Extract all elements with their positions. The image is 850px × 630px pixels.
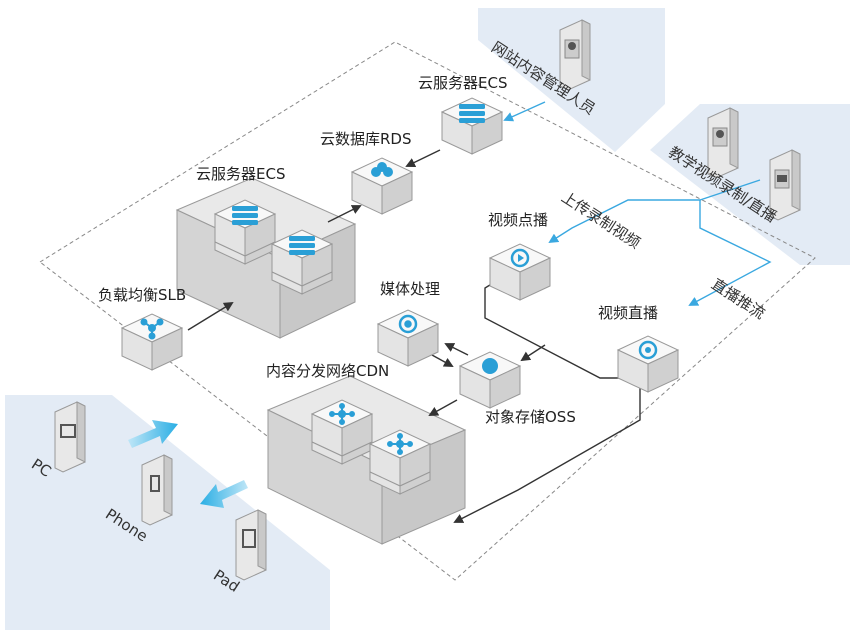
rds-node (350, 157, 414, 215)
tablet-icon (242, 529, 256, 548)
ecs-server-1 (213, 199, 277, 265)
slb-node (120, 313, 184, 371)
server-icon (289, 236, 315, 255)
producer-join-line (699, 179, 761, 201)
media-process-icon (398, 314, 418, 334)
vod-label: 视频点播 (488, 211, 549, 229)
camera-icon (777, 175, 787, 182)
storage-icon (482, 358, 498, 374)
cdn-icon (387, 433, 413, 455)
to-device-arrow (128, 420, 178, 448)
vod-node (488, 243, 552, 301)
ecs-top-node (440, 97, 504, 155)
pc-device (54, 401, 86, 473)
vod-loop-line (484, 279, 620, 379)
pad-device (235, 509, 267, 581)
load-balancer-icon (140, 318, 164, 340)
live-label: 视频直播 (598, 304, 659, 322)
live-to-cdn-line (453, 382, 641, 523)
camera-card (769, 149, 801, 221)
cdn-group-box (266, 375, 467, 545)
cdn-node-1 (310, 399, 374, 465)
oss-media-arrow (444, 343, 469, 356)
connectors (187, 101, 772, 523)
oss-label: 对象存储OSS (485, 408, 576, 426)
video-producer-panel (650, 104, 850, 265)
rds-label: 云数据库RDS (320, 130, 412, 148)
producer-person-card (707, 107, 739, 179)
person-icon (716, 130, 724, 138)
ecs-to-rds-arrow (327, 205, 362, 223)
ecs-top-label: 云服务器ECS (418, 74, 508, 92)
push-flow-line (688, 200, 772, 306)
media-node (376, 309, 440, 367)
database-icon (371, 162, 393, 177)
person-icon (568, 42, 576, 50)
live-stream-icon (638, 340, 658, 360)
from-device-arrow (200, 480, 248, 508)
server-icon (232, 206, 258, 225)
live-node (616, 335, 680, 393)
server-icon (459, 104, 485, 123)
cdn-icon (329, 403, 355, 425)
monitor-icon (60, 424, 76, 438)
ecs-server-2 (270, 229, 334, 295)
ecs-group-label: 云服务器ECS (196, 165, 286, 183)
media-oss-arrow (431, 354, 454, 367)
phone-device (141, 454, 173, 526)
media-label: 媒体处理 (380, 280, 441, 298)
ecs-to-rds-top-arrow (405, 149, 441, 167)
admin-person-card (559, 19, 591, 91)
video-on-demand-icon (510, 248, 530, 268)
oss-to-cdn-arrow (428, 399, 458, 416)
slb-to-ecs-arrow (187, 301, 234, 331)
slb-label: 负载均衡SLB (98, 286, 187, 304)
oss-node (458, 351, 522, 409)
cdn-label: 内容分发网络CDN (266, 362, 390, 380)
admin-to-ecs-arrow (503, 101, 546, 122)
phone-icon (150, 475, 160, 492)
upload-flow-line (548, 199, 700, 244)
cdn-node-2 (368, 429, 432, 495)
